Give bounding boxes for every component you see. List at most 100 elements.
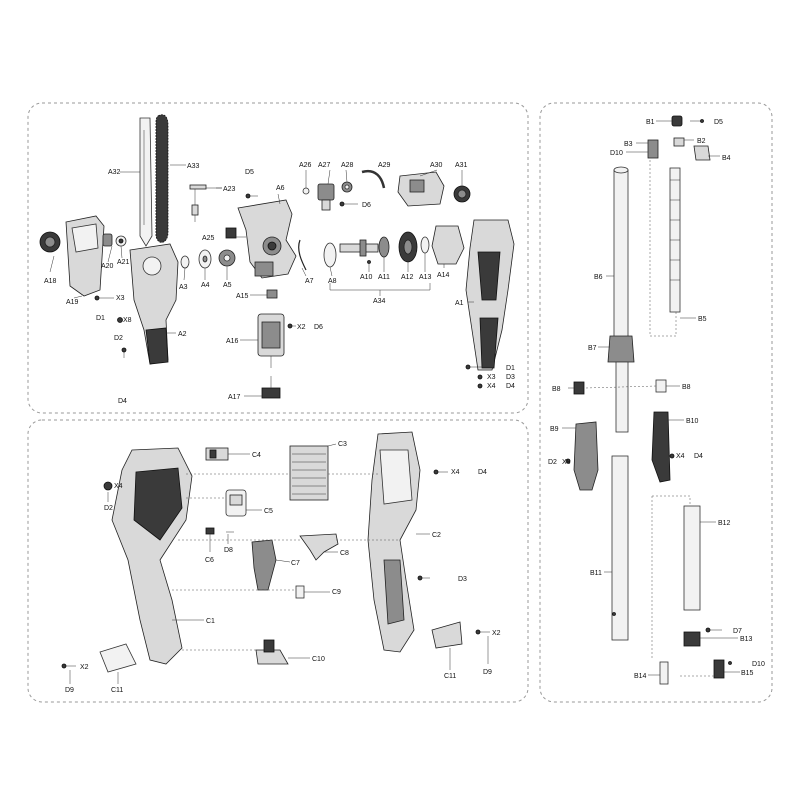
qty-d6-motor: X2 — [297, 324, 306, 331]
threaded-rod — [669, 167, 681, 313]
large-gear-a12 — [398, 231, 418, 263]
oil-pump — [317, 183, 335, 211]
label-d7: D7 — [733, 628, 742, 635]
screw-d1 — [94, 295, 114, 301]
coupler-b3 — [647, 139, 659, 159]
drive-sprocket — [218, 249, 236, 267]
clip-b8-left — [573, 381, 585, 395]
pin-a10 — [367, 260, 371, 264]
saw-chain — [155, 114, 169, 243]
trigger — [251, 539, 277, 591]
label-a13: A13 — [419, 274, 432, 281]
label-b12: B12 — [718, 520, 731, 527]
coupler-b10 — [651, 411, 671, 483]
label-c3: C3 — [338, 441, 347, 448]
qty-d1-left: X3 — [116, 295, 125, 302]
label-c9: C9 — [332, 589, 341, 596]
label-a15: A15 — [236, 293, 249, 300]
screw-d4 — [121, 347, 127, 358]
latch-b15 — [713, 659, 725, 679]
clip-c6 — [205, 527, 215, 535]
label-c11-right: C11 — [444, 673, 456, 680]
label-d4-handle: D4 — [478, 469, 487, 476]
qty-d9-left: X2 — [80, 664, 89, 671]
sprocket-cover — [65, 215, 105, 297]
qty-d2-left: X8 — [123, 317, 132, 324]
label-a12: A12 — [401, 274, 414, 281]
label-a21: A21 — [117, 259, 130, 266]
label-d3-handle: D3 — [458, 576, 467, 583]
label-d2-left: D2 — [114, 335, 123, 342]
chain-tensioner — [189, 184, 222, 222]
display-panel — [225, 489, 247, 517]
label-a10: A10 — [360, 274, 373, 281]
lock-lever — [299, 533, 339, 561]
qty-d4-pole: X4 — [676, 453, 685, 460]
label-b3: B3 — [624, 141, 633, 148]
end-cap-left — [99, 643, 137, 673]
label-d10-top: D10 — [610, 150, 623, 157]
label-a23: A23 — [223, 186, 236, 193]
label-a31: A31 — [455, 162, 468, 169]
label-a16: A16 — [226, 338, 239, 345]
oil-hose — [361, 169, 386, 189]
qty-d3-right: X3 — [487, 374, 496, 381]
label-b14: B14 — [634, 673, 647, 680]
qty-d9-right: X2 — [492, 630, 501, 637]
label-b8-left: B8 — [552, 386, 561, 393]
screw-d5 — [245, 193, 258, 199]
label-b11: B11 — [590, 570, 602, 577]
collar-b2 — [673, 137, 685, 147]
label-a5: A5 — [223, 282, 232, 289]
o-ring — [302, 187, 310, 195]
label-b13: B13 — [740, 636, 753, 643]
label-a7: A7 — [305, 278, 314, 285]
plate-b14 — [659, 661, 669, 685]
panel-handle — [27, 419, 529, 703]
label-b8-right: B8 — [682, 384, 691, 391]
output-shaft — [339, 239, 379, 257]
pin-bracket — [225, 227, 237, 239]
label-a30: A30 — [430, 162, 443, 169]
screw-d9-right — [475, 629, 490, 635]
lock-collar — [607, 335, 635, 363]
oil-tank — [397, 171, 445, 207]
bearing-a13 — [420, 236, 430, 254]
guide-bar — [139, 117, 153, 247]
label-d6-motor: D6 — [314, 324, 323, 331]
label-d5-pole: D5 — [714, 119, 723, 126]
motor-housing — [465, 219, 515, 371]
oil-cap — [453, 185, 471, 203]
label-b15: B15 — [741, 670, 754, 677]
label-d4-left: D4 — [118, 398, 127, 405]
gear-housing — [237, 199, 297, 279]
label-c6: C6 — [205, 557, 214, 564]
screw-legend — [465, 364, 490, 389]
label-a27: A27 — [318, 162, 331, 169]
small-washer — [180, 255, 190, 269]
label-d2-pole: D2 — [548, 459, 557, 466]
label-b5: B5 — [698, 316, 707, 323]
screw-d5-pole — [690, 119, 704, 123]
screw-d2-handle — [103, 481, 113, 491]
label-d9-left: D9 — [65, 687, 74, 694]
label-a11: A11 — [378, 274, 390, 281]
gear-a11 — [378, 236, 390, 258]
label-a25: A25 — [202, 235, 215, 242]
label-a26: A26 — [299, 162, 312, 169]
inner-tube — [615, 361, 629, 433]
washer-nut — [102, 233, 127, 247]
screw-d10-pole — [728, 661, 732, 665]
screw-d3-handle — [417, 575, 430, 581]
label-d1-left: D1 — [96, 315, 105, 322]
label-c7: C7 — [291, 560, 300, 567]
label-a2: A2 — [178, 331, 187, 338]
label-a17: A17 — [228, 394, 241, 401]
label-d10-bottom: D10 — [752, 661, 765, 668]
label-d3-right: D3 — [506, 374, 515, 381]
lower-tube — [611, 455, 629, 641]
label-c8: C8 — [340, 550, 349, 557]
screw-d6-lower — [287, 323, 296, 329]
label-d1-right: D1 — [506, 365, 515, 372]
